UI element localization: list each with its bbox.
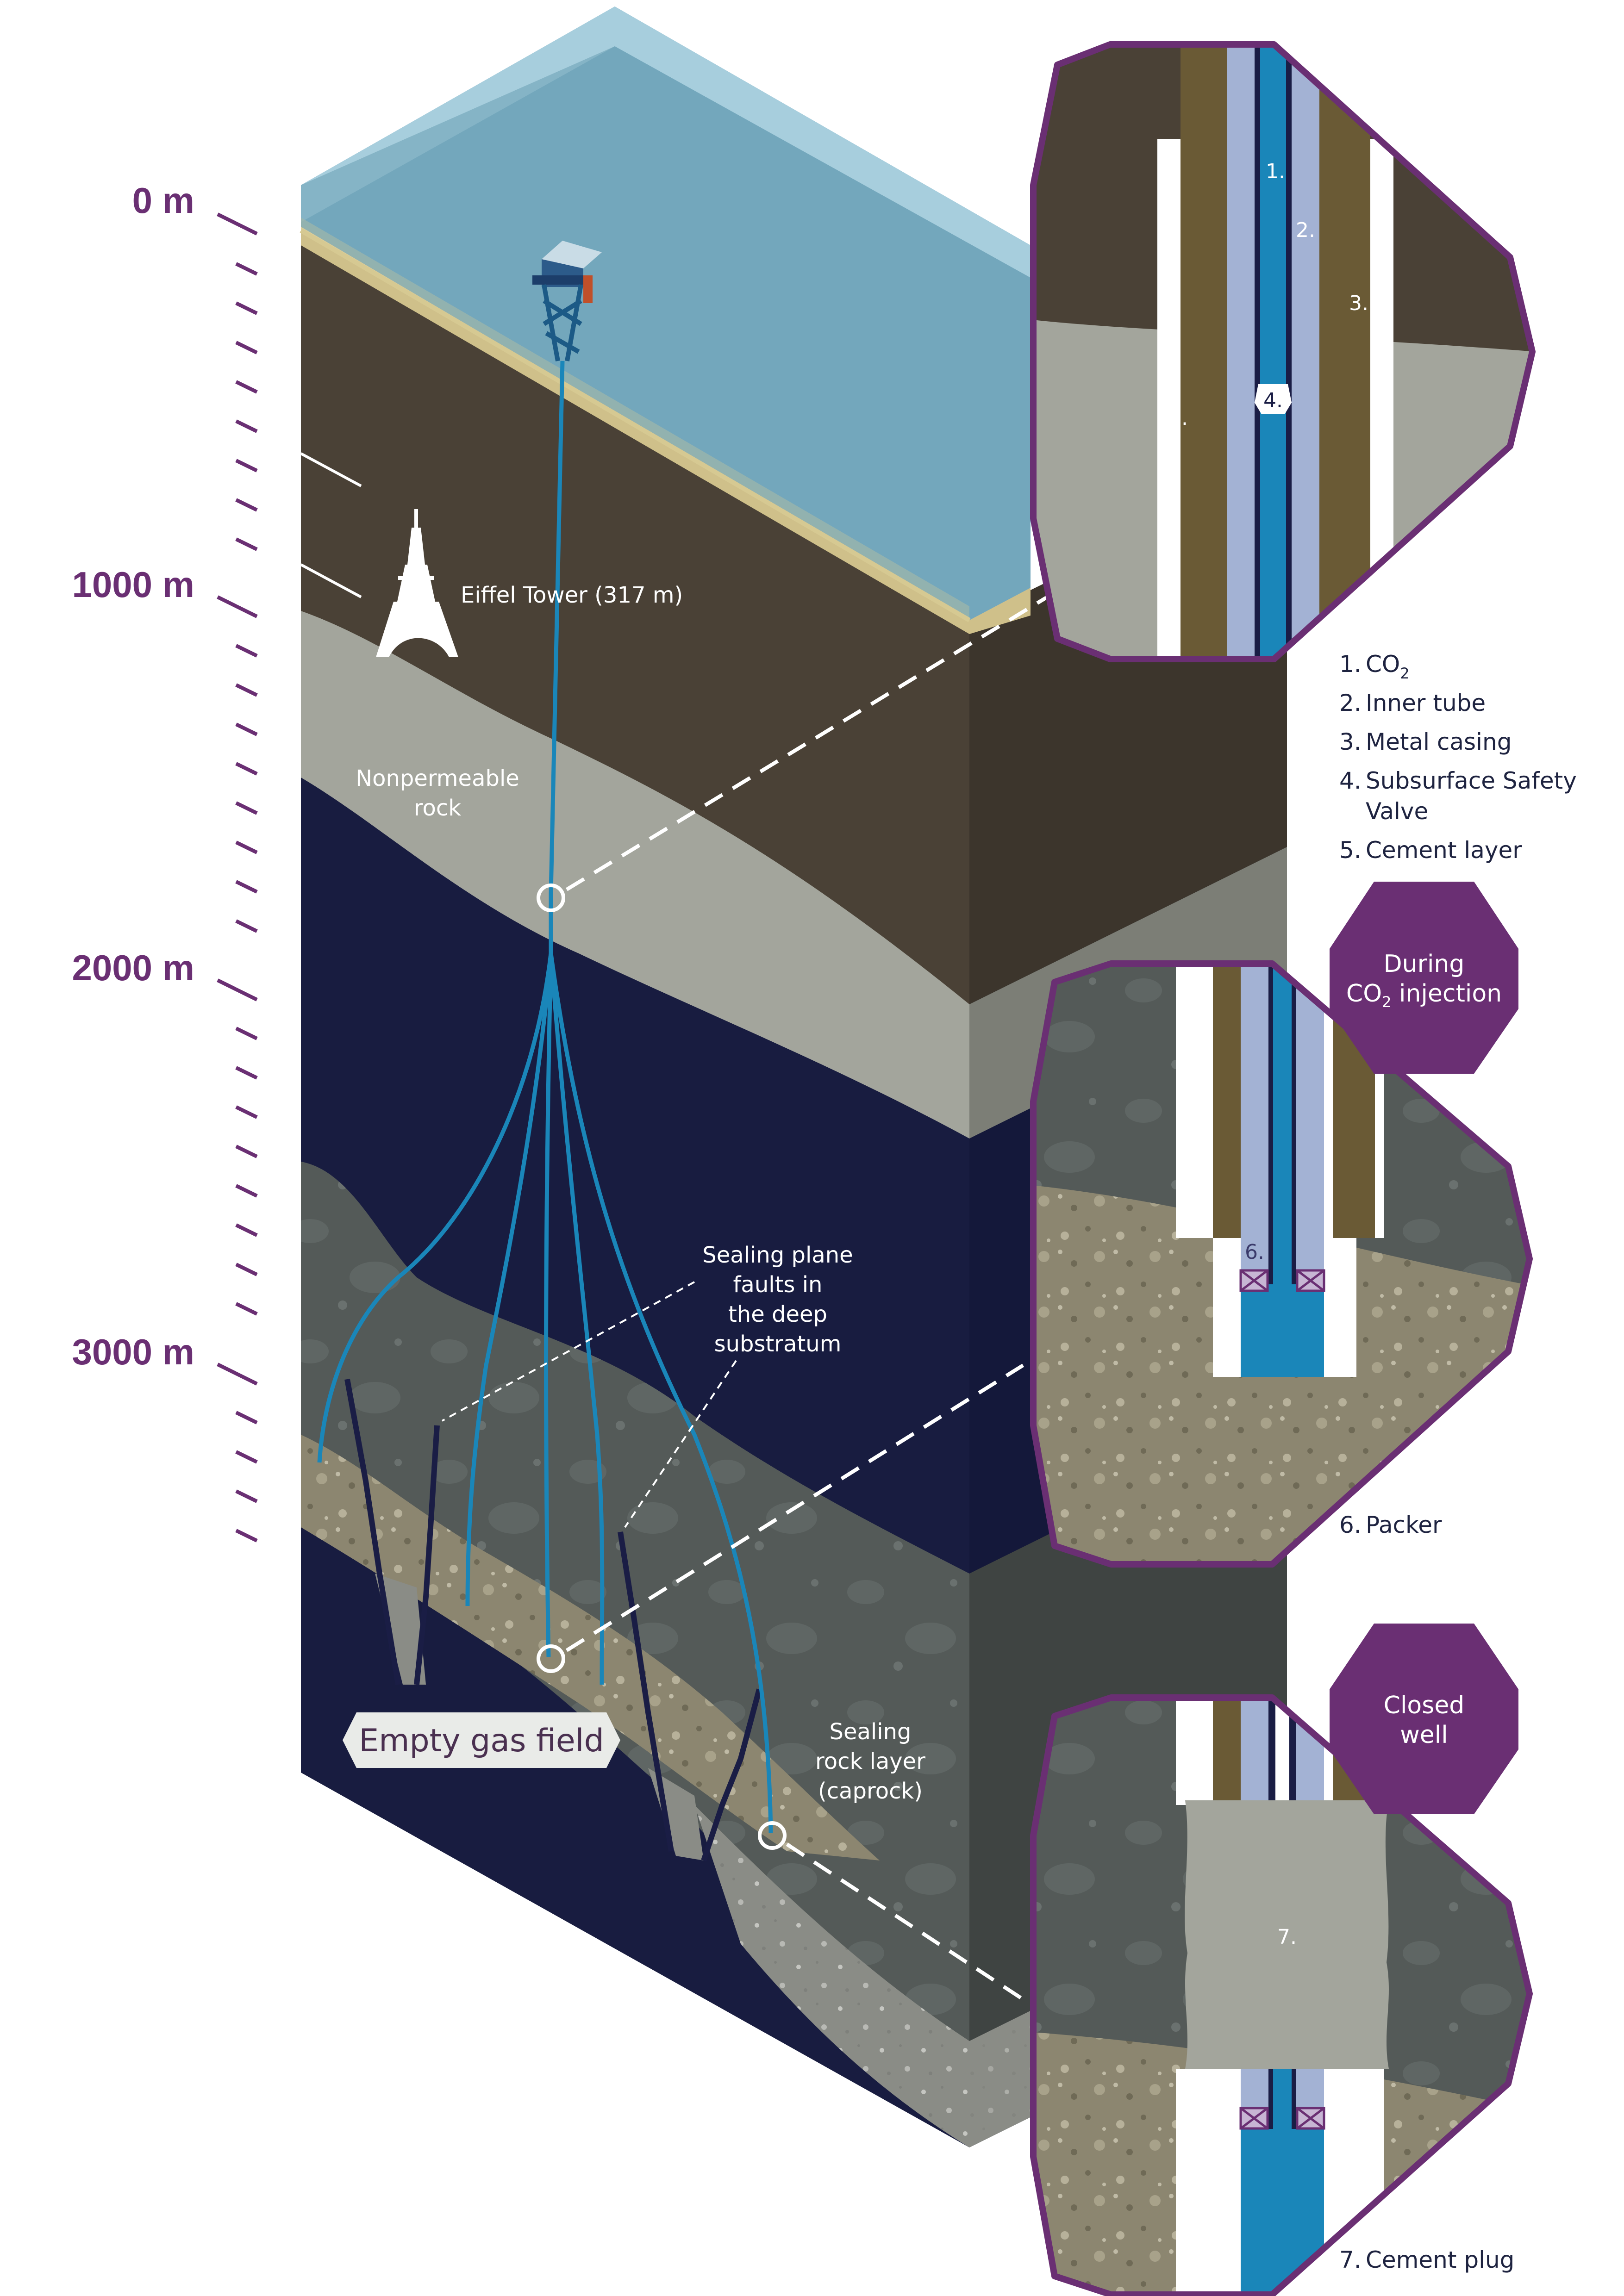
packer-right	[1296, 1269, 1325, 1292]
faults-label-line2: faults in	[733, 1272, 823, 1298]
legend-text-1: CO2	[1366, 651, 1410, 682]
detail-leaders	[565, 554, 1117, 2001]
detail-number-2: 2.	[1296, 218, 1315, 242]
legend-text-4b: Valve	[1366, 798, 1428, 825]
legend-num-3: 3.	[1339, 728, 1362, 755]
closed-badge: Closed well	[1330, 1624, 1518, 1814]
injection-badge-line1: During	[1384, 950, 1465, 978]
nonpermeable-label-line2: rock	[414, 795, 461, 821]
legend-num-6: 6.	[1339, 1512, 1362, 1538]
legend-num-1: 1.	[1339, 651, 1362, 678]
detail-number-7: 7.	[1277, 1925, 1297, 1949]
detail-packer: 6.	[1030, 960, 1533, 1568]
offshore-platform-icon	[532, 241, 602, 361]
detail-number-1: 1.	[1266, 160, 1285, 183]
legend-num-2: 2.	[1339, 690, 1362, 716]
injection-badge: During CO2 injection	[1330, 882, 1518, 1074]
eiffel-label: Eiffel Tower (317 m)	[461, 582, 683, 608]
detail-markers	[537, 884, 787, 1850]
well-paths	[317, 361, 773, 1833]
legend-text-5: Cement layer	[1366, 837, 1522, 864]
legend-num-4: 4.	[1339, 767, 1362, 794]
closed-badge-line2: well	[1400, 1721, 1448, 1749]
caprock-label-line3: (caprock)	[818, 1778, 923, 1804]
diagram-labels: Eiffel Tower (317 m) Nonpermeable rock S…	[343, 582, 925, 1804]
legend-text-6: Packer	[1366, 1512, 1442, 1538]
depth-label-0: 0 m	[132, 180, 194, 221]
depth-scale: 0 m 1000 m 2000 m 3000 m	[72, 180, 258, 1543]
legend-text-7: Cement plug	[1366, 2246, 1514, 2273]
caprock-label-line2: rock layer	[815, 1748, 925, 1774]
packer-left	[1239, 1269, 1269, 1292]
detail-number-6: 6.	[1245, 1240, 1264, 1264]
fault-leaders	[442, 1281, 737, 1528]
detail-number-4: 4.	[1263, 389, 1283, 412]
nonpermeable-label-line1: Nonpermeable	[356, 765, 519, 791]
legend-casing: 1. CO2 2. Inner tube 3. Metal casing 4. …	[1339, 651, 1577, 864]
legend-text-2: Inner tube	[1366, 690, 1486, 716]
gas-field-tag: Empty gas field	[343, 1712, 620, 1768]
gas-field-label: Empty gas field	[359, 1723, 604, 1759]
caprock-label-line1: Sealing	[830, 1719, 912, 1745]
closed-badge-line1: Closed	[1384, 1692, 1465, 1719]
legend-plug: 7. Cement plug	[1339, 2246, 1514, 2273]
legend-text-3: Metal casing	[1366, 728, 1512, 755]
detail-number-5: 5.	[1168, 406, 1188, 430]
legend-packer: 6. Packer	[1339, 1512, 1442, 1538]
faults-label-line3: the deep	[728, 1301, 827, 1327]
depth-label-3000: 3000 m	[72, 1332, 194, 1372]
detail-casing: 1. 2. 3. 4. 5.	[1030, 41, 1536, 662]
injection-badge-line2: CO2 injection	[1346, 980, 1502, 1011]
legend-num-5: 5.	[1339, 837, 1362, 864]
detail-number-3: 3.	[1349, 292, 1368, 315]
legend-num-7: 7.	[1339, 2246, 1362, 2273]
depth-label-1000: 1000 m	[72, 564, 194, 605]
legend-text-4: Subsurface Safety	[1366, 767, 1577, 794]
faults-label-line1: Sealing plane	[702, 1242, 853, 1268]
eiffel-tower-icon	[376, 509, 458, 657]
faults-label-line4: substratum	[714, 1331, 842, 1357]
depth-label-2000: 2000 m	[72, 947, 194, 988]
